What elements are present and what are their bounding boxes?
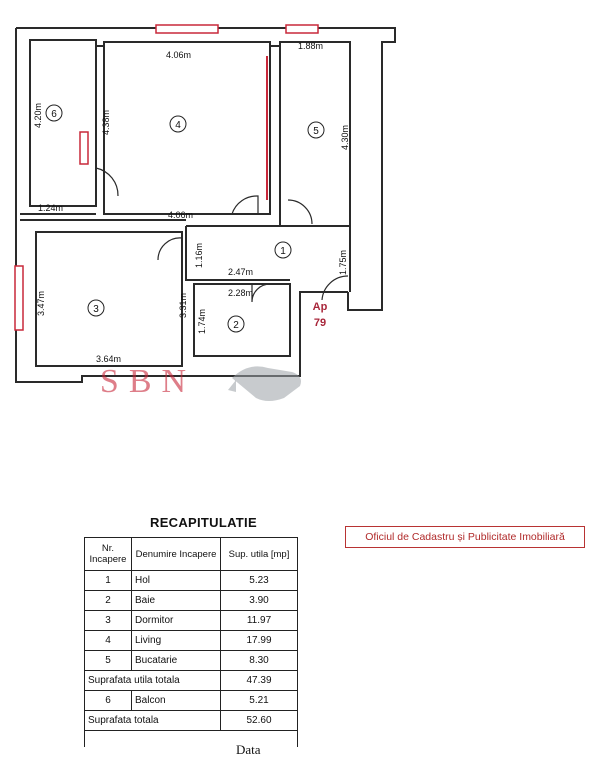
recap-header-row: Nr. Incapere Denumire Incapere Sup. util… bbox=[84, 537, 298, 571]
date-row bbox=[84, 730, 298, 747]
window-bedroom bbox=[14, 265, 24, 331]
row-name: Hol bbox=[131, 570, 221, 591]
room-number-6: 6 bbox=[51, 109, 57, 120]
room-circle-1 bbox=[274, 241, 292, 259]
header-area: Sup. utila [mp] bbox=[220, 537, 298, 571]
dim-living-bottom: 4.06m bbox=[168, 210, 193, 220]
table-row: 2 Baie 3.90 bbox=[84, 590, 298, 611]
dim-balcony-width: 1.24m bbox=[38, 203, 63, 213]
dim-bedroom-height: 3.47m bbox=[36, 291, 46, 316]
dim-hall-height: 1.16m bbox=[194, 243, 204, 268]
room-number-3: 3 bbox=[93, 304, 99, 315]
dim-bedroom-right: 3.31m bbox=[178, 293, 188, 318]
door-balcony bbox=[95, 167, 119, 197]
table-row: 3 Dormitor 11.97 bbox=[84, 610, 298, 631]
room-circle-6 bbox=[45, 104, 63, 122]
door-living bbox=[231, 195, 259, 215]
door-bath bbox=[251, 283, 271, 303]
dim-top-kitchen: 1.88m bbox=[298, 41, 323, 51]
window-living bbox=[155, 24, 219, 34]
table-row: 6 Balcon 5.21 bbox=[84, 690, 298, 711]
useful-total-row: Suprafata utila totala 47.39 bbox=[84, 670, 298, 691]
row-area: 5.21 bbox=[220, 690, 298, 711]
row-name: Living bbox=[131, 630, 221, 651]
useful-total-label: Suprafata utila totala bbox=[84, 670, 221, 691]
bedroom-wall bbox=[35, 231, 183, 367]
row-name: Balcon bbox=[131, 690, 221, 711]
floor-plan: 4.06m 1.88m 4.20m 4.38m 4.30m 1.24m 4.06… bbox=[14, 24, 396, 401]
window-balcony bbox=[79, 131, 89, 165]
dim-hall-width: 2.47m bbox=[228, 267, 253, 277]
row-area: 8.30 bbox=[220, 650, 298, 671]
handshake-icon bbox=[228, 366, 301, 401]
apartment-number: 79 bbox=[314, 317, 326, 329]
row-nr: 4 bbox=[84, 630, 132, 651]
dim-top-living: 4.06m bbox=[166, 50, 191, 60]
room-circle-4 bbox=[169, 115, 187, 133]
outer-wall bbox=[16, 27, 396, 311]
dim-living-height: 4.38m bbox=[101, 110, 111, 135]
door-kitchen bbox=[287, 199, 313, 225]
header-name: Denumire Incapere bbox=[131, 537, 221, 571]
row-area: 11.97 bbox=[220, 610, 298, 631]
header-nr: Nr. Incapere bbox=[84, 537, 132, 571]
apartment-label: Ap bbox=[313, 301, 328, 313]
table-row: 5 Bucatarie 8.30 bbox=[84, 650, 298, 671]
table-row: 1 Hol 5.23 bbox=[84, 570, 298, 591]
row-area: 17.99 bbox=[220, 630, 298, 651]
dim-kitchen-height: 4.30m bbox=[340, 125, 350, 150]
row-area: 5.23 bbox=[220, 570, 298, 591]
room-number-1: 1 bbox=[280, 246, 286, 257]
dim-bath-height: 1.74m bbox=[197, 309, 207, 334]
recap-title: RECAPITULATIE bbox=[150, 515, 257, 530]
date-label: Data bbox=[236, 742, 261, 757]
row-name: Bucatarie bbox=[131, 650, 221, 671]
door-bedroom bbox=[157, 237, 183, 261]
total-row: Suprafata totala 52.60 bbox=[84, 710, 298, 731]
row-nr: 5 bbox=[84, 650, 132, 671]
hall-wall bbox=[186, 225, 351, 292]
row-nr: 3 bbox=[84, 610, 132, 631]
living-wall bbox=[103, 41, 271, 215]
room-number-2: 2 bbox=[233, 320, 239, 331]
dim-balcony-height: 4.20m bbox=[33, 103, 43, 128]
row-area: 3.90 bbox=[220, 590, 298, 611]
row-name: Baie bbox=[131, 590, 221, 611]
recap-table: Nr. Incapere Denumire Incapere Sup. util… bbox=[84, 537, 298, 747]
row-nr: 1 bbox=[84, 570, 132, 591]
table-row: 4 Living 17.99 bbox=[84, 630, 298, 651]
row-nr: 6 bbox=[84, 690, 132, 711]
balcony-wall bbox=[29, 39, 97, 207]
bath-wall bbox=[193, 283, 291, 357]
window-kitchen bbox=[285, 24, 319, 34]
room-number-5: 5 bbox=[313, 126, 319, 137]
useful-total-value: 47.39 bbox=[220, 670, 298, 691]
total-value: 52.60 bbox=[220, 710, 298, 731]
dim-bedroom-width: 3.64m bbox=[96, 354, 121, 364]
door-entry bbox=[321, 275, 349, 301]
row-nr: 2 bbox=[84, 590, 132, 611]
cadastre-stamp: Oficiul de Cadastru și Publicitate Imobi… bbox=[345, 526, 585, 548]
total-label: Suprafata totala bbox=[84, 710, 221, 731]
room-circle-3 bbox=[87, 299, 105, 317]
row-name: Dormitor bbox=[131, 610, 221, 631]
watermark-text: SBN bbox=[100, 363, 196, 400]
dim-bath-width: 2.28m bbox=[228, 288, 253, 298]
dim-entry-width: 1.75m bbox=[338, 250, 348, 275]
room-circle-5 bbox=[307, 121, 325, 139]
room-circle-2 bbox=[227, 315, 245, 333]
room-number-4: 4 bbox=[175, 120, 181, 131]
